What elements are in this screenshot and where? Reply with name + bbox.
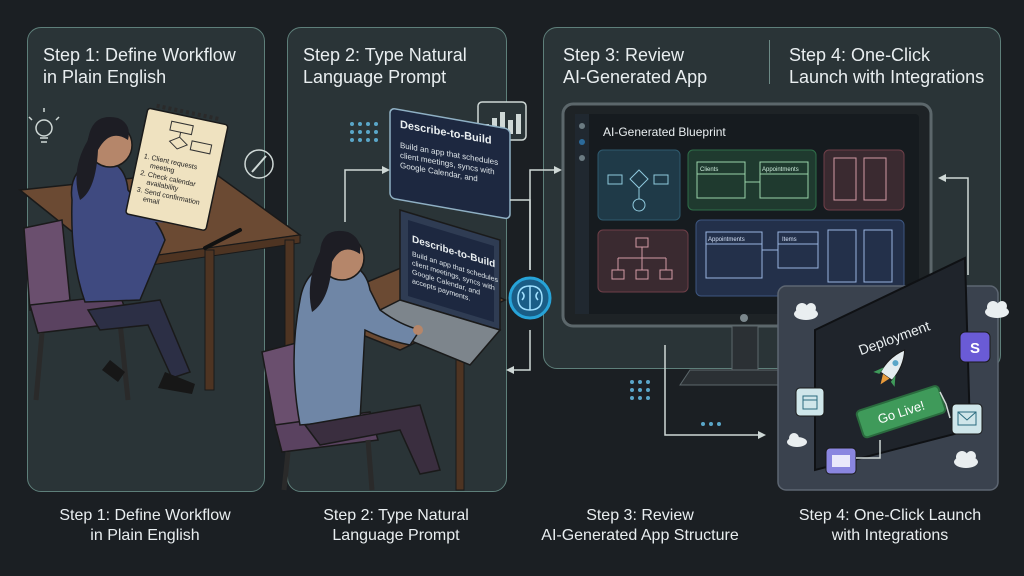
step4-caption: Step 4: One-Click Launch with Integratio… <box>798 507 982 544</box>
card-icon <box>825 447 857 475</box>
monitor-header: AI-Generated Blueprint <box>603 125 726 139</box>
step4-title: Step 4: One-Click Launch with Integratio… <box>789 45 985 87</box>
notepad-line-6: email <box>142 196 160 206</box>
arrow-up <box>344 169 382 222</box>
arrow-up-right <box>945 177 969 275</box>
lightbulb-icon <box>28 108 60 143</box>
step1-caption: Step 1: Define Workflow in Plain English <box>59 507 231 544</box>
arrow-to-deploy <box>664 345 760 436</box>
rocket-icon <box>873 349 906 387</box>
cloud-icon <box>787 301 1009 468</box>
step1-title: Step 1: Define Workflow in Plain English <box>43 45 236 87</box>
brain-icon <box>508 276 552 320</box>
dot-grid-2 <box>630 380 650 400</box>
blueprint-tree <box>597 229 689 293</box>
stripe-icon: S <box>959 331 991 363</box>
step3-title: Step 3: Review AI-Generated App <box>563 45 708 87</box>
table-appointments-2-label: Appointments <box>708 237 745 243</box>
laptop <box>358 208 502 366</box>
dot-grid <box>350 122 378 142</box>
go-live-button[interactable]: Go Live! <box>855 385 947 439</box>
step2-caption: Step 2: Type Natural Language Prompt <box>323 507 469 544</box>
calendar-icon <box>795 387 825 417</box>
blueprint-tables <box>687 149 817 211</box>
table-appointments-label: Appointments <box>762 167 799 173</box>
step3-caption: Step 3: Review AI-Generated App Structur… <box>541 507 739 544</box>
table-clients-label: Clients <box>700 167 718 173</box>
notepad: 1. Client requests meeting 2. Check cale… <box>125 103 229 231</box>
table-items-label: Items <box>782 237 797 243</box>
blueprint-flowchart <box>597 149 681 221</box>
pencil-icon <box>244 149 274 179</box>
mail-icon <box>951 403 983 435</box>
step2-title: Step 2: Type Natural Language Prompt <box>303 45 467 87</box>
prompt-card: Describe-to-Build Build an app that sche… <box>389 108 511 220</box>
arrow-back <box>512 330 531 371</box>
dot-row <box>701 422 721 426</box>
arrow-to-step3 <box>529 169 555 270</box>
pen <box>203 228 242 250</box>
stripe-letter: S <box>970 340 980 357</box>
title-divider <box>769 40 770 84</box>
